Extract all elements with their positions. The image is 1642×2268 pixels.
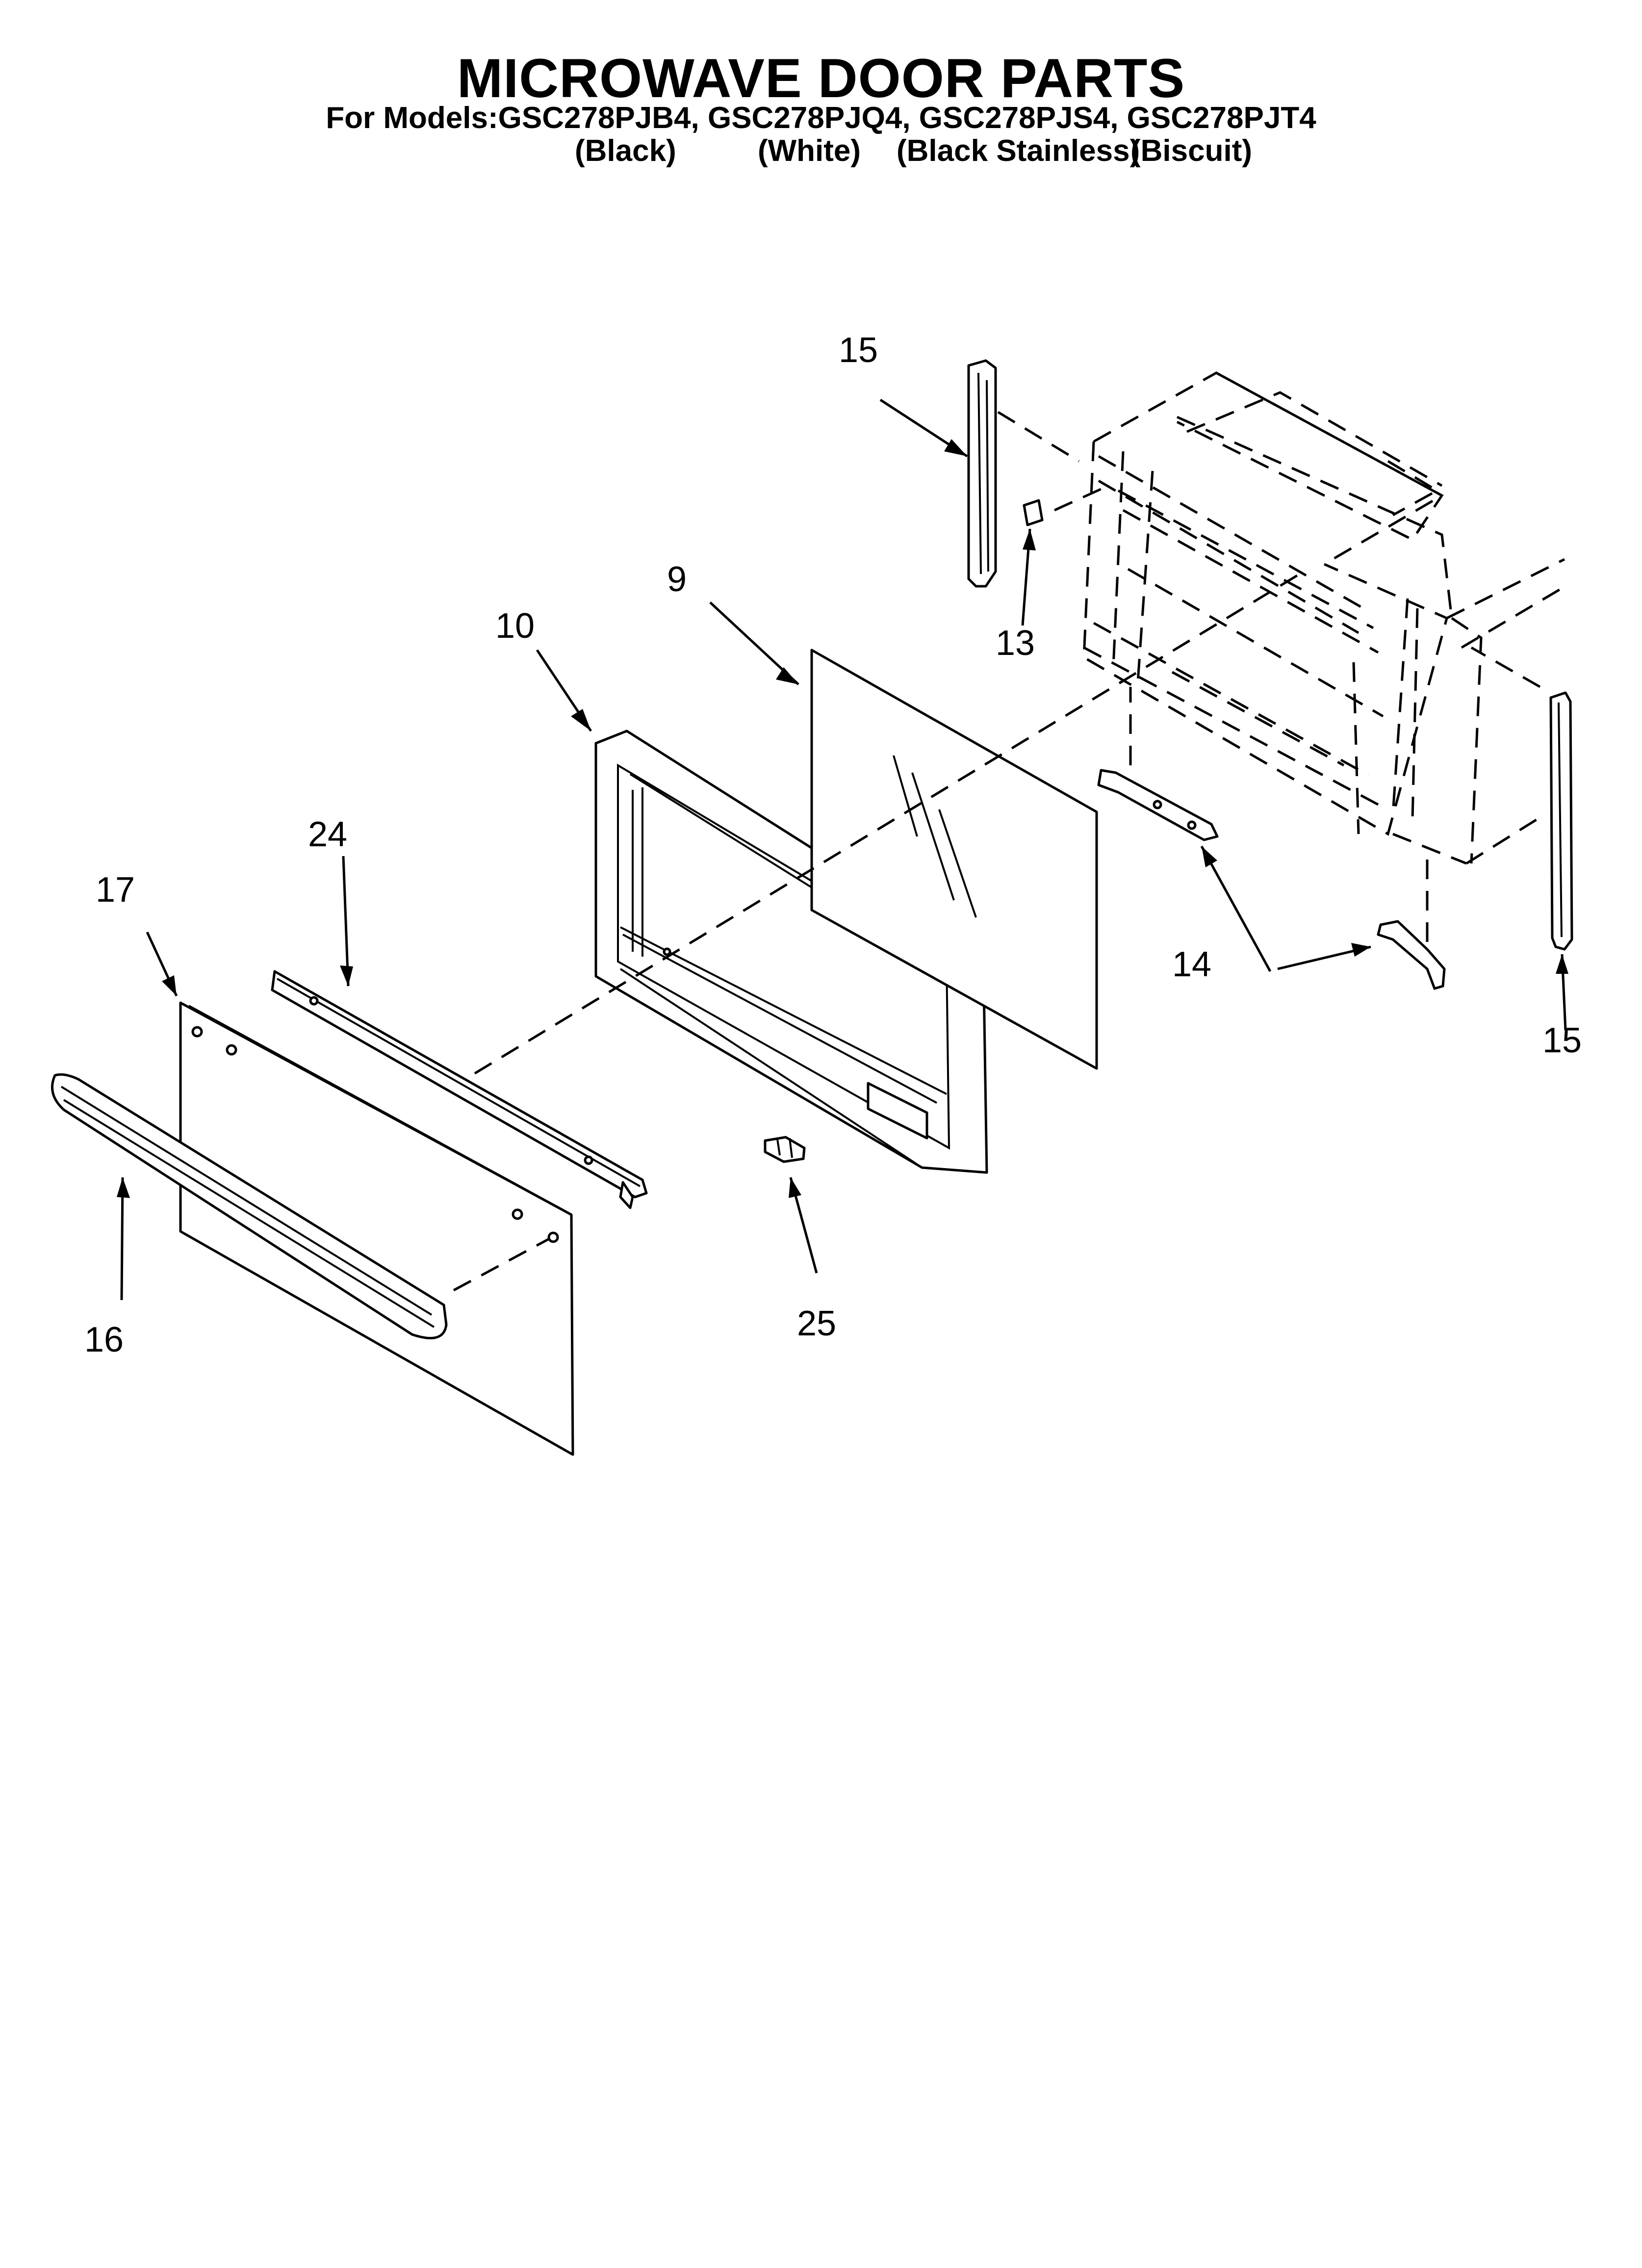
callout-15-right: 15 — [1542, 1021, 1582, 1060]
latch-part-25 — [764, 1136, 806, 1163]
door-handle-part-16 — [51, 1073, 550, 1339]
callout-25: 25 — [797, 1304, 836, 1343]
hinge-strip-part-15-top — [967, 359, 1080, 588]
callout-15-top: 15 — [839, 331, 878, 370]
variant-black-stainless: (Black Stainless) — [897, 134, 1140, 168]
hinge-strip-part-15-right — [1470, 646, 1573, 951]
door-glass-part-9 — [810, 649, 1098, 1070]
outer-door-panel-part-17 — [179, 1001, 574, 1456]
callout-14-left: 14 — [1172, 945, 1211, 984]
assembly-axis-line — [474, 573, 1301, 1075]
hinge-bracket-part-14-left — [1097, 687, 1219, 841]
variant-biscuit: (Biscuit) — [1130, 134, 1252, 168]
callout-13: 13 — [996, 624, 1035, 663]
callout-16: 16 — [84, 1320, 124, 1359]
callout-9: 9 — [667, 560, 687, 599]
door-frame-part-10 — [594, 730, 988, 1174]
page-title: MICROWAVE DOOR PARTS — [457, 48, 1185, 109]
callout-24: 24 — [308, 815, 347, 854]
trim-strip-part-24 — [271, 970, 648, 1209]
callout-10: 10 — [495, 606, 535, 646]
variant-black: (Black) — [575, 134, 676, 168]
hinge-bracket-part-14-right — [1377, 856, 1446, 990]
clip-part-13 — [1023, 484, 1109, 526]
variant-white: (White) — [758, 134, 861, 168]
models-line: For Models:GSC278PJB4, GSC278PJQ4, GSC27… — [326, 101, 1316, 135]
callout-17: 17 — [96, 870, 135, 910]
leader-arrowheads — [117, 439, 1568, 1198]
microwave-cabinet-outline — [1082, 371, 1570, 865]
